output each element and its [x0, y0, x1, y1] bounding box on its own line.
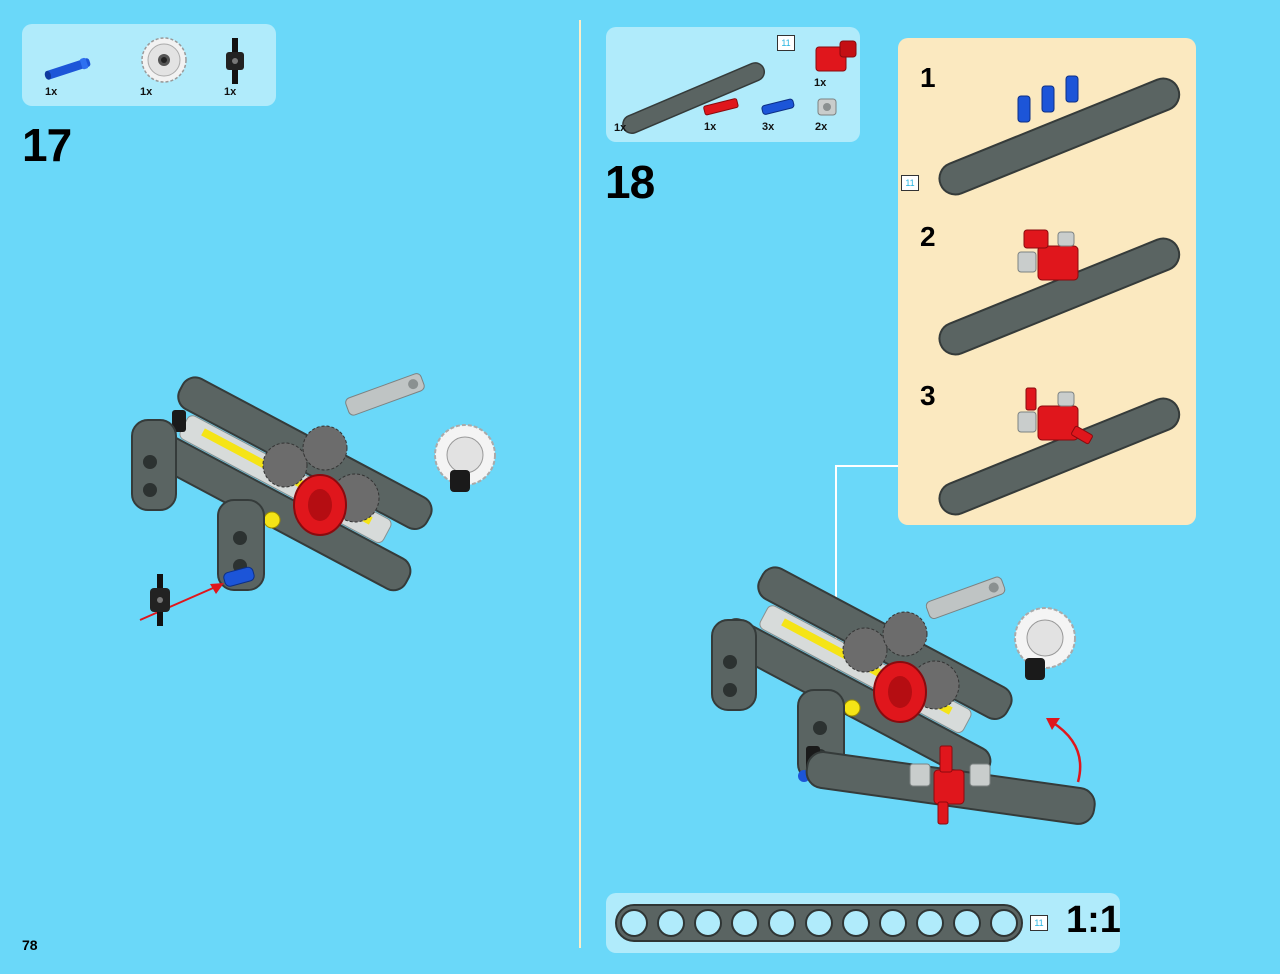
red-connector-icon — [815, 40, 857, 72]
scale-label: 1:1 — [1066, 899, 1121, 941]
scale-beam-hole — [879, 909, 907, 937]
scale-beam-hole — [916, 909, 944, 937]
dark-gray-beam-icon — [622, 62, 766, 135]
part-qty: 1x — [140, 86, 153, 98]
red-axle-icon — [703, 98, 739, 116]
scale-beam-hole — [768, 909, 796, 937]
step17-parts-box: 1x 1x 1x — [22, 24, 276, 106]
substep2-beam-illustration — [938, 229, 1181, 356]
substep-beam-length-badge: 11 — [901, 175, 919, 191]
page-number: 78 — [22, 937, 38, 953]
part-qty: 1x — [704, 121, 717, 133]
scale-beam-hole — [694, 909, 722, 937]
step17-model-illustration — [131, 373, 496, 626]
beam-length-badge: 11 — [777, 35, 795, 51]
scale-beam-hole — [620, 909, 648, 937]
scale-beam-hole — [731, 909, 759, 937]
step18-parts-box: 1x 11 1x 3x 2x 1x — [606, 27, 860, 142]
scale-beam-length-badge: 11 — [1030, 915, 1048, 931]
scale-beam-hole — [953, 909, 981, 937]
part-qty: 1x — [45, 86, 58, 98]
black-axle-connector-icon — [226, 38, 244, 84]
scale-beam-hole — [805, 909, 833, 937]
white-gear-icon — [141, 37, 187, 83]
part-qty: 1x — [614, 122, 627, 134]
blue-axle-pin-icon — [44, 57, 91, 80]
step17-number: 17 — [22, 119, 72, 171]
scale-beam-hole — [990, 909, 1018, 937]
part-qty: 1x — [224, 86, 237, 98]
step18-number: 18 — [605, 156, 655, 208]
scale-beam-illustration — [615, 904, 1023, 942]
part-qty: 1x — [814, 77, 827, 89]
substep3-beam-illustration — [938, 387, 1181, 516]
substep1-beam-illustration — [938, 75, 1181, 196]
step18-model-illustration — [711, 566, 1096, 825]
substep-number: 3 — [920, 380, 936, 411]
scale-beam-hole — [657, 909, 685, 937]
part-qty: 3x — [762, 121, 775, 133]
substep-number: 2 — [920, 221, 936, 252]
sub-assembly-panel: 1 2 3 — [898, 38, 1196, 525]
blue-axle-pin-icon — [761, 98, 795, 115]
scale-reference-box: 11 1:1 — [606, 893, 1121, 953]
scale-beam-hole — [842, 909, 870, 937]
gray-bush-icon — [817, 98, 837, 116]
page-divider — [579, 20, 581, 948]
part-qty: 2x — [815, 121, 828, 133]
substep-number: 1 — [920, 62, 936, 93]
